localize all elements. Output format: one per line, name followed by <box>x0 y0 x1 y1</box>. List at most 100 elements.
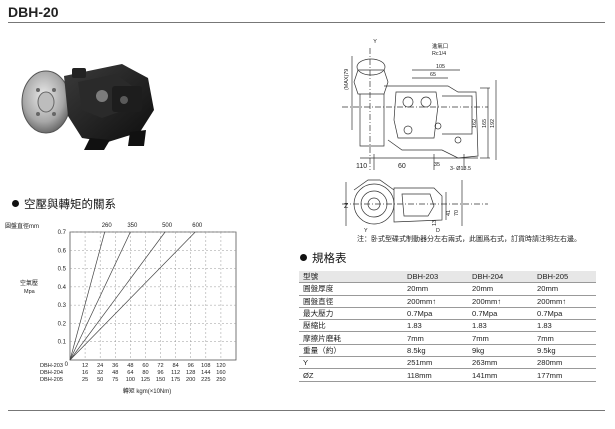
dim-z: Z <box>344 203 349 210</box>
table-cell: 200mm↑ <box>533 295 596 308</box>
x-tick-label: 250 <box>216 377 225 383</box>
x-tick-label: 12 <box>82 363 88 369</box>
header-cell: DBH-203 <box>403 271 468 284</box>
table-cell: 壓縮比 <box>299 319 403 333</box>
side-view <box>342 179 488 226</box>
x-tick-label: 72 <box>157 363 163 369</box>
dim-65: 65 <box>430 72 436 78</box>
x-tick-label: 96 <box>157 370 163 376</box>
x-tick-label: 108 <box>201 363 210 369</box>
page-title: DBH-20 <box>8 4 59 20</box>
table-cell: 摩擦片磨耗 <box>299 331 403 345</box>
table-cell: 280mm <box>533 356 596 370</box>
dim-105: 105 <box>436 64 445 70</box>
section-spec-heading: 規格表 <box>300 250 347 266</box>
table-cell: 7mm <box>468 331 533 345</box>
x-axis-label: 轉矩 kgm(×10Nm) <box>123 387 172 395</box>
x-tick-label: 225 <box>201 377 210 383</box>
dim-192: 192 <box>490 119 496 128</box>
header-cell: DBH-205 <box>533 271 596 284</box>
table-cell: 200mm↑ <box>403 295 468 308</box>
dim-110: 110 <box>356 163 367 170</box>
y-tick-label: 0.1 <box>58 340 67 346</box>
table-cell: 118mm <box>403 368 468 382</box>
table-cell: 20mm <box>468 282 533 296</box>
drawing-note: 注：卧式型碟式制動器分左右兩式，此圖爲右式，訂貨時請注明左右邊。 <box>357 236 581 243</box>
dim-70: 70 <box>454 210 460 216</box>
x-tick-label: 25 <box>82 377 88 383</box>
table-cell: 9kg <box>468 344 533 358</box>
x-tick-label: 48 <box>112 370 118 376</box>
x-tick-label: 96 <box>188 363 194 369</box>
table-cell: 0.7Mpa <box>468 307 533 321</box>
bottom-divider <box>8 410 605 411</box>
series-line-260 <box>69 231 106 361</box>
table-cell: 20mm <box>533 282 596 296</box>
table-cell: 重量（約） <box>299 344 403 358</box>
y-tick-label: 0.3 <box>58 303 67 309</box>
table-cell: 0.7Mpa <box>403 307 468 321</box>
air-port-size: Rc1/4 <box>432 51 446 57</box>
dim-max79: (MAX)79 <box>344 69 350 90</box>
top-tick-label: 600 <box>192 223 203 229</box>
title-divider <box>8 22 605 23</box>
dim-y-top: Y <box>373 39 377 45</box>
dim-d: D <box>436 228 440 234</box>
x-tick-label: 24 <box>97 363 103 369</box>
table-cell: 177mm <box>533 368 596 382</box>
table-cell: 200mm↑ <box>468 295 533 308</box>
header-cell: DBH-204 <box>468 271 533 284</box>
y-axis-unit: Mpa <box>24 289 36 295</box>
table-cell: ØZ <box>299 368 403 382</box>
x-tick-label: 16 <box>82 370 88 376</box>
x-tick-label: 200 <box>186 377 195 383</box>
x-tick-label: 112 <box>171 370 180 376</box>
x-tick-row-name: DBH-205 <box>40 377 63 383</box>
section-torque-heading: 空壓與轉矩的關系 <box>12 196 116 212</box>
x-tick-label: 75 <box>112 377 118 383</box>
table-cell: 圓盤直徑 <box>299 295 403 308</box>
y-tick-label: 0.7 <box>58 230 67 236</box>
x-tick-label: 100 <box>126 377 135 383</box>
x-tick-row-name: DBH-204 <box>40 370 63 376</box>
y-tick-label: 0.2 <box>58 321 67 327</box>
dim-y-bottom: Y <box>364 228 368 234</box>
x-tick-label: 128 <box>186 370 195 376</box>
x-tick-label: 36 <box>112 363 118 369</box>
series-line-350 <box>69 231 131 361</box>
chart-frame <box>69 231 237 361</box>
chart-grid <box>69 231 237 361</box>
dim-60: 60 <box>398 163 406 170</box>
dim-35: 35 <box>434 162 440 168</box>
table-cell: 0.7Mpa <box>533 307 596 321</box>
table-cell: 7mm <box>403 331 468 345</box>
y-axis-label: 空氣壓 <box>20 279 38 287</box>
bullet-icon <box>300 254 307 261</box>
x-tick-label: 50 <box>97 377 103 383</box>
table-cell: 1.83 <box>468 319 533 333</box>
x-tick-label: 144 <box>201 370 210 376</box>
table-cell: 8.5kg <box>403 344 468 358</box>
table-cell: 251mm <box>403 356 468 370</box>
y-tick-label: 0 <box>65 362 69 368</box>
chart-series <box>69 231 196 361</box>
dim-41: 41 <box>446 210 452 216</box>
air-port-label: 進氣口 <box>432 42 448 50</box>
x-tick-label: 125 <box>141 377 150 383</box>
top-tick-label: 260 <box>102 223 113 229</box>
top-tick-label: 500 <box>162 223 173 229</box>
table-cell: 20mm <box>403 282 468 296</box>
brake-product-photo <box>21 64 154 150</box>
x-tick-label: 64 <box>127 370 133 376</box>
dim-holes: 3- Ø13.5 <box>450 166 471 172</box>
